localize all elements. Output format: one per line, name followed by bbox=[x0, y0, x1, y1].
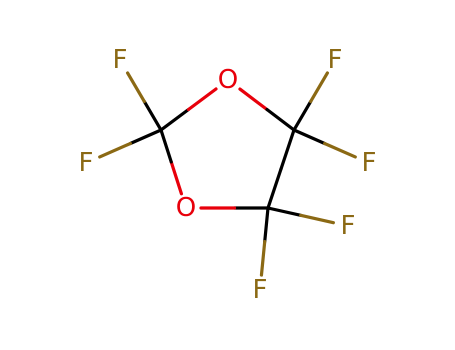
bond-c2-f4-half-2 bbox=[323, 141, 357, 159]
atom-label-f1: F bbox=[113, 45, 128, 75]
bond-c1-f1-half-2 bbox=[125, 71, 146, 104]
atom-label-f6: F bbox=[253, 275, 268, 305]
bond-o2-c1-half-1 bbox=[169, 160, 184, 196]
bond-c3-f6-half-2 bbox=[259, 239, 267, 277]
atom-label-f4: F bbox=[362, 148, 377, 178]
bond-c1-f2-half-1 bbox=[128, 128, 163, 146]
bond-c2-f4-half-1 bbox=[292, 128, 327, 146]
bond-o2-c1-half-2 bbox=[159, 128, 173, 164]
bond-o1-c2-half-1 bbox=[238, 87, 269, 112]
bond-c2-c3-half-2 bbox=[266, 167, 283, 210]
atom-label-f3: F bbox=[328, 45, 343, 75]
bond-c3-f5-half-1 bbox=[266, 206, 303, 217]
bond-o1-c2-half-2 bbox=[265, 107, 296, 132]
bond-c2-c3-half-1 bbox=[279, 128, 296, 171]
bond-c3-f5-half-2 bbox=[299, 213, 335, 225]
bond-c1-o1-half-1 bbox=[159, 107, 191, 132]
atom-label-o2: O bbox=[176, 193, 196, 223]
atom-label-f2: F bbox=[79, 148, 94, 178]
atom-label-o1: O bbox=[218, 65, 238, 95]
atom-label-f5: F bbox=[341, 211, 356, 241]
bond-c2-f3-half-2 bbox=[309, 71, 330, 104]
bond-c2-f3-half-1 bbox=[292, 99, 313, 132]
bond-c1-f1-half-1 bbox=[142, 99, 163, 132]
bond-c3-f6-half-1 bbox=[263, 206, 270, 244]
bond-c1-o1-half-2 bbox=[186, 87, 218, 112]
bond-c1-f2-half-2 bbox=[98, 141, 132, 159]
